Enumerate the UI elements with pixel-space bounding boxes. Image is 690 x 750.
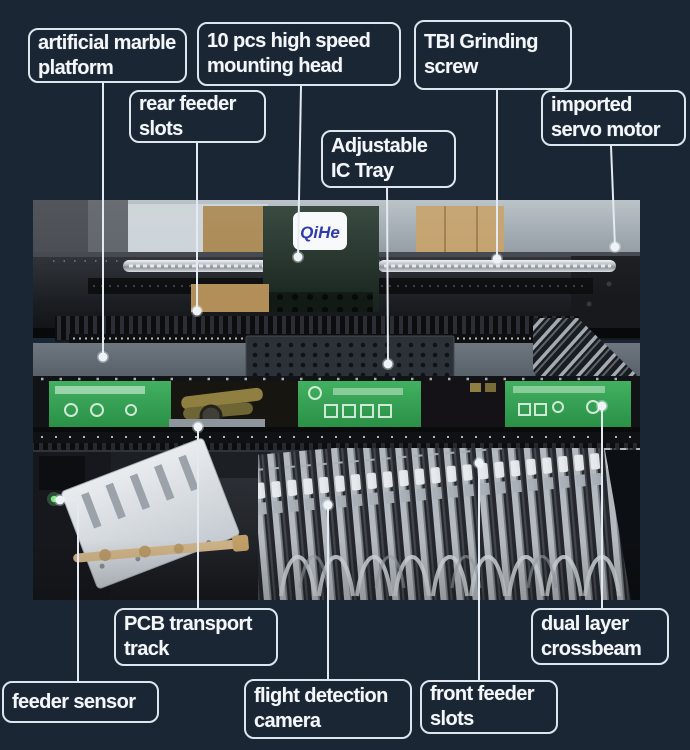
machine-photo-art: QiHe — [33, 200, 640, 600]
label-text: mounting head — [207, 55, 343, 77]
label-text: 10 pcs high speed — [207, 30, 371, 52]
label-pcb-transport-track: PCB transport track — [114, 608, 278, 666]
label-text: servo motor — [551, 119, 661, 141]
label-feeder-sensor: feeder sensor — [2, 681, 159, 723]
label-adjustable-ic-tray: Adjustable IC Tray — [321, 130, 456, 188]
label-text: dual layer — [541, 612, 629, 635]
label-text: flight detection — [254, 685, 388, 707]
label-text: imported — [551, 94, 632, 116]
label-text: PCB transport — [124, 613, 252, 635]
label-text: artificial marble — [38, 31, 176, 54]
label-text: IC Tray — [331, 160, 394, 182]
label-text: platform — [38, 56, 114, 79]
label-text: crossbeam — [541, 637, 642, 660]
label-text: camera — [254, 710, 321, 732]
label-mounting-head: 10 pcs high speed mounting head — [197, 22, 401, 86]
label-flight-detection-camera: flight detection camera — [244, 679, 412, 739]
label-text: rear feeder — [139, 92, 236, 115]
label-text: screw — [424, 56, 478, 78]
label-text: feeder sensor — [12, 690, 136, 713]
machine-photo: QiHe — [33, 200, 640, 600]
label-text: track — [124, 638, 169, 660]
label-text: TBI Grinding — [424, 31, 539, 53]
label-front-feeder-slots: front feeder slots — [420, 680, 558, 734]
label-text: slots — [139, 117, 183, 140]
label-tbi-grinding-screw: TBI Grinding screw — [414, 20, 572, 90]
label-text: slots — [430, 708, 474, 730]
label-imported-servo-motor: imported servo motor — [541, 90, 686, 146]
label-text: Adjustable — [331, 135, 428, 157]
label-text: front feeder — [430, 683, 535, 705]
